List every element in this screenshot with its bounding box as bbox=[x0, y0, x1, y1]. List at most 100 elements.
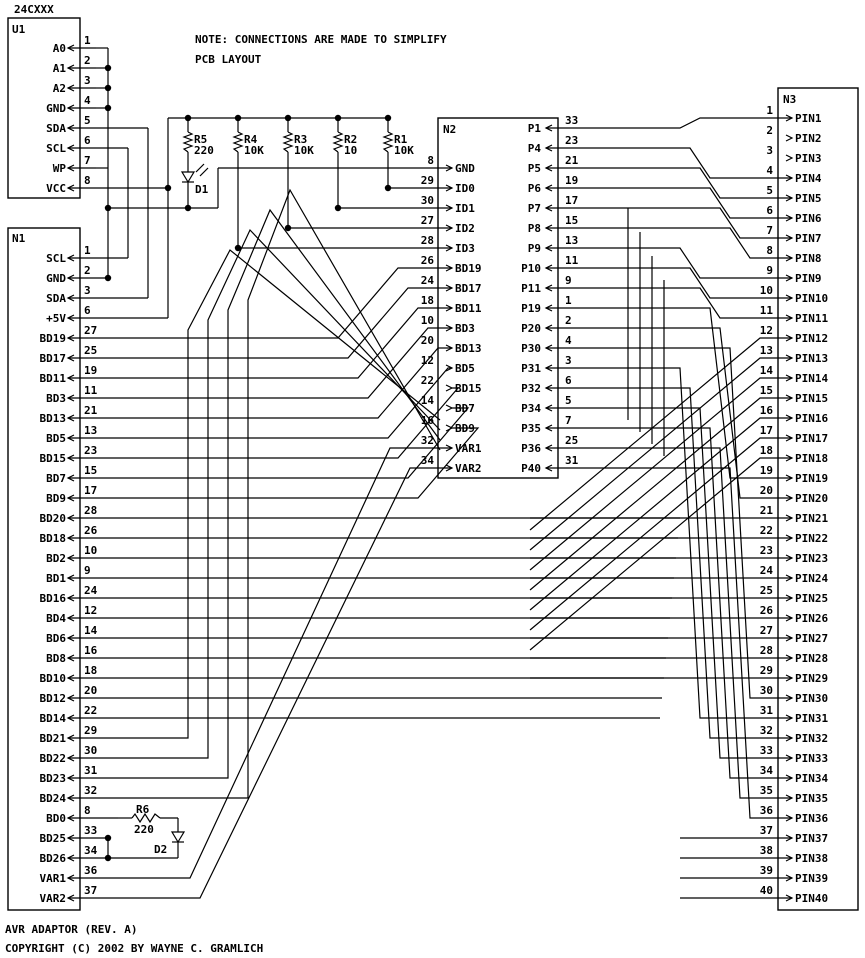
n2-right-pin-name: P9 bbox=[528, 242, 541, 255]
u1-pin-name: VCC bbox=[46, 182, 66, 195]
n1-pin-name: BD23 bbox=[40, 772, 67, 785]
n2-left-pin-name: BD19 bbox=[455, 262, 482, 275]
wire bbox=[529, 357, 792, 551]
n3-pin-name: PIN36 bbox=[795, 812, 828, 825]
n1-pin-number: 16 bbox=[84, 644, 98, 657]
n3-pin-number: 29 bbox=[760, 664, 773, 677]
u1-pin-number: 8 bbox=[84, 174, 91, 187]
n1-pin-number: 23 bbox=[84, 444, 97, 457]
n3-pin-name: PIN10 bbox=[795, 292, 828, 305]
u1-pin-name: A2 bbox=[53, 82, 66, 95]
n1-pin-number: 13 bbox=[84, 424, 97, 437]
wire bbox=[546, 207, 792, 239]
n3-pin-number: 20 bbox=[760, 484, 773, 497]
n1-pin-number: 19 bbox=[84, 364, 97, 377]
wire bbox=[546, 427, 792, 779]
n2-right-pin-number: 7 bbox=[565, 414, 572, 427]
n3-pin-number: 27 bbox=[760, 624, 773, 637]
n3-pin-number: 14 bbox=[760, 364, 774, 377]
n2-right-pin-number: 33 bbox=[565, 114, 578, 127]
n2-right-pin-number: 11 bbox=[565, 254, 579, 267]
n3-pin-name: PIN18 bbox=[795, 452, 828, 465]
n1-pin-name: BD4 bbox=[46, 612, 66, 625]
wire bbox=[68, 327, 452, 399]
n3-pin-name: PIN3 bbox=[795, 152, 822, 165]
u1-part-title: 24CXXX bbox=[14, 3, 54, 16]
n2-right-pin-name: P20 bbox=[521, 322, 541, 335]
n1-pin-number: 25 bbox=[84, 344, 97, 357]
n3-pin-name: PIN17 bbox=[795, 432, 828, 445]
n1-pin-number: 12 bbox=[84, 604, 97, 617]
junction-dot bbox=[104, 64, 112, 72]
n3-pin-name: PIN20 bbox=[795, 492, 828, 505]
n2-right-pin-name: P34 bbox=[521, 402, 541, 415]
n2-left-pin-name: BD17 bbox=[455, 282, 482, 295]
n2-left-pin-number: 14 bbox=[421, 394, 435, 407]
wire bbox=[68, 427, 480, 499]
n1-pin-number: 15 bbox=[84, 464, 97, 477]
n2-right-pin-name: P1 bbox=[528, 122, 542, 135]
u1-pin-number: 5 bbox=[84, 114, 91, 127]
u1-pin-number: 2 bbox=[84, 54, 91, 67]
note-line-2: PCB LAYOUT bbox=[195, 53, 262, 66]
r6-value: 220 bbox=[134, 823, 154, 836]
n1-pin-name: SDA bbox=[46, 292, 66, 305]
resistor-reference: R4 bbox=[244, 133, 258, 146]
resistor-reference: R5 bbox=[194, 133, 207, 146]
n3-pin-number: 6 bbox=[766, 204, 773, 217]
n2-right-pin-name: P6 bbox=[528, 182, 542, 195]
n2-left-pin-number: 24 bbox=[421, 274, 435, 287]
resistor-value: 10K bbox=[394, 144, 414, 157]
n3-pin-name: PIN4 bbox=[795, 172, 822, 185]
n3-pin-name: PIN1 bbox=[795, 112, 822, 125]
n1-reference: N1 bbox=[12, 232, 26, 245]
n1-pin-number: 6 bbox=[84, 304, 91, 317]
u1-pin-name: WP bbox=[53, 162, 67, 175]
n1-pin-name: BD26 bbox=[40, 852, 67, 865]
n3-pin-name: PIN25 bbox=[795, 592, 828, 605]
resistor-symbol bbox=[332, 131, 344, 153]
n2-right-pin-number: 4 bbox=[565, 334, 572, 347]
u1-pin-number: 7 bbox=[84, 154, 91, 167]
n2-right-pin-number: 2 bbox=[565, 314, 572, 327]
n1-pin-name: BD24 bbox=[40, 792, 67, 805]
n1-pin-number: 17 bbox=[84, 484, 97, 497]
n2-left-pin-name: ID3 bbox=[455, 242, 475, 255]
n2-left-pin-name: BD3 bbox=[455, 322, 475, 335]
led-d1-label: D1 bbox=[195, 183, 209, 196]
n3-pin-number: 40 bbox=[760, 884, 773, 897]
n2-left-pin-number: 29 bbox=[421, 174, 434, 187]
n2-right-pin-name: P35 bbox=[521, 422, 541, 435]
n3-pin-number: 36 bbox=[760, 804, 774, 817]
wire bbox=[546, 287, 792, 319]
n3-pin-name: PIN40 bbox=[795, 892, 828, 905]
n3-pin-number: 8 bbox=[766, 244, 773, 257]
n3-box bbox=[777, 87, 859, 911]
wires bbox=[66, 44, 794, 902]
n3-pin-number: 3 bbox=[766, 144, 773, 157]
n2-left-pin-name: BD15 bbox=[455, 382, 482, 395]
u1-pin-name: SDA bbox=[46, 122, 66, 135]
n3-pin-name: PIN2 bbox=[795, 132, 822, 145]
n2-right-pin-number: 19 bbox=[565, 174, 578, 187]
wire bbox=[529, 377, 792, 571]
wire bbox=[546, 167, 792, 199]
wire bbox=[529, 397, 792, 591]
n1-pin-number: 27 bbox=[84, 324, 97, 337]
n1-pin-number: 1 bbox=[84, 244, 91, 257]
n1-pin-name: BD19 bbox=[40, 332, 67, 345]
wire bbox=[546, 247, 792, 279]
n3-pin-name: PIN11 bbox=[795, 312, 828, 325]
n2-right-pin-name: P32 bbox=[521, 382, 541, 395]
n3-pin-number: 9 bbox=[766, 264, 773, 277]
n1-pin-name: BD12 bbox=[40, 692, 67, 705]
n2-right-pin-number: 17 bbox=[565, 194, 578, 207]
n1-pin-name: BD21 bbox=[40, 732, 67, 745]
n1-pin-number: 36 bbox=[84, 864, 98, 877]
n2-right-pin-name: P7 bbox=[528, 202, 541, 215]
n1-pin-name: BD14 bbox=[40, 712, 67, 725]
n2-right-pin-number: 25 bbox=[565, 434, 578, 447]
n1-pin-number: 28 bbox=[84, 504, 97, 517]
pin-arrow bbox=[445, 384, 454, 392]
n2-right-pin-number: 6 bbox=[565, 374, 572, 387]
